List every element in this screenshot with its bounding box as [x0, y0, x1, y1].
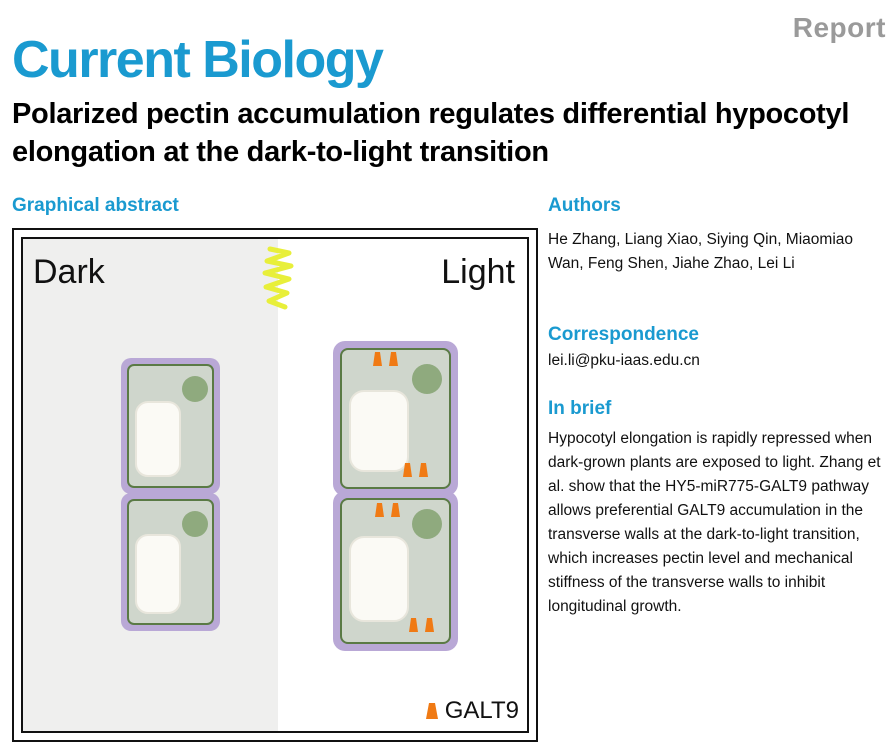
light-cell-top	[333, 341, 458, 496]
article-title: Polarized pectin accumulation regulates …	[12, 98, 850, 168]
galt9-legend-icon	[425, 703, 438, 719]
vacuole	[135, 401, 181, 477]
galt9-marker-icon	[373, 352, 382, 366]
galt9-marker-icon	[391, 503, 400, 517]
nucleus	[412, 364, 442, 394]
authors-heading: Authors	[548, 195, 621, 216]
in-brief-text: Hypocotyl elongation is rapidly represse…	[548, 430, 881, 615]
legend: GALT9	[425, 697, 519, 725]
vacuole	[135, 534, 181, 614]
nucleus	[412, 509, 442, 539]
graphical-abstract: Dark Light	[12, 228, 538, 742]
correspondence-email[interactable]: lei.li@pku-iaas.edu.cn	[548, 352, 700, 369]
galt9-markers	[373, 352, 434, 632]
vacuole	[349, 390, 409, 472]
galt9-marker-icon	[425, 618, 434, 632]
galt9-marker-icon	[389, 352, 398, 366]
galt9-marker-icon	[375, 503, 384, 517]
graphical-abstract-panel: Dark Light	[21, 237, 529, 733]
dark-cell-top	[121, 358, 220, 494]
light-signal-icon	[262, 246, 294, 310]
galt9-marker-icon	[409, 618, 418, 632]
dark-label: Dark	[33, 253, 105, 291]
galt9-marker-icon	[403, 463, 412, 477]
vacuole	[349, 536, 409, 622]
legend-label: GALT9	[444, 697, 519, 724]
light-label: Light	[441, 253, 515, 291]
report-tag: Report	[792, 12, 886, 43]
in-brief-heading: In brief	[548, 398, 612, 419]
graphical-abstract-heading: Graphical abstract	[12, 195, 179, 216]
correspondence-heading: Correspondence	[548, 324, 699, 345]
galt9-marker-icon	[419, 463, 428, 477]
authors-list: He Zhang, Liang Xiao, Siying Qin, Miaomi…	[548, 231, 853, 272]
dark-cell-bottom	[121, 493, 220, 631]
light-cell-bottom	[333, 491, 458, 651]
cell-illustration	[121, 246, 458, 651]
journal-title: Current Biology	[12, 31, 384, 89]
nucleus	[182, 511, 208, 537]
nucleus	[182, 376, 208, 402]
